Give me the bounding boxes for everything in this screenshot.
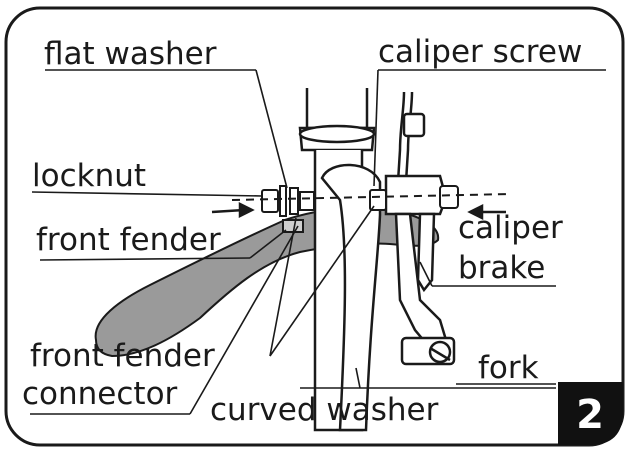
label-locknut: locknut (32, 158, 146, 194)
fork-crown (320, 163, 382, 432)
step-badge (558, 382, 623, 445)
label-flat-washer: flat washer (44, 36, 217, 72)
label-front-fender-connector-line1: front fender (30, 338, 215, 374)
label-front-fender: front fender (36, 222, 221, 258)
label-fork: fork (478, 350, 539, 386)
insertion-arrows (211, 201, 506, 221)
label-front-fender-connector-line2: connector (22, 376, 178, 412)
caliper-screw-parts (369, 185, 459, 211)
step-number: 2 (576, 392, 604, 438)
leader-lines (30, 69, 606, 415)
label-curved-washer: curved washer (210, 392, 439, 428)
label-caliper-screw: caliper screw (378, 34, 582, 70)
label-caliper-brake-line1: caliper (458, 210, 563, 246)
locknut-parts (261, 185, 315, 233)
axle-dashed-line (231, 193, 511, 201)
label-caliper-brake-line2: brake (458, 250, 545, 286)
